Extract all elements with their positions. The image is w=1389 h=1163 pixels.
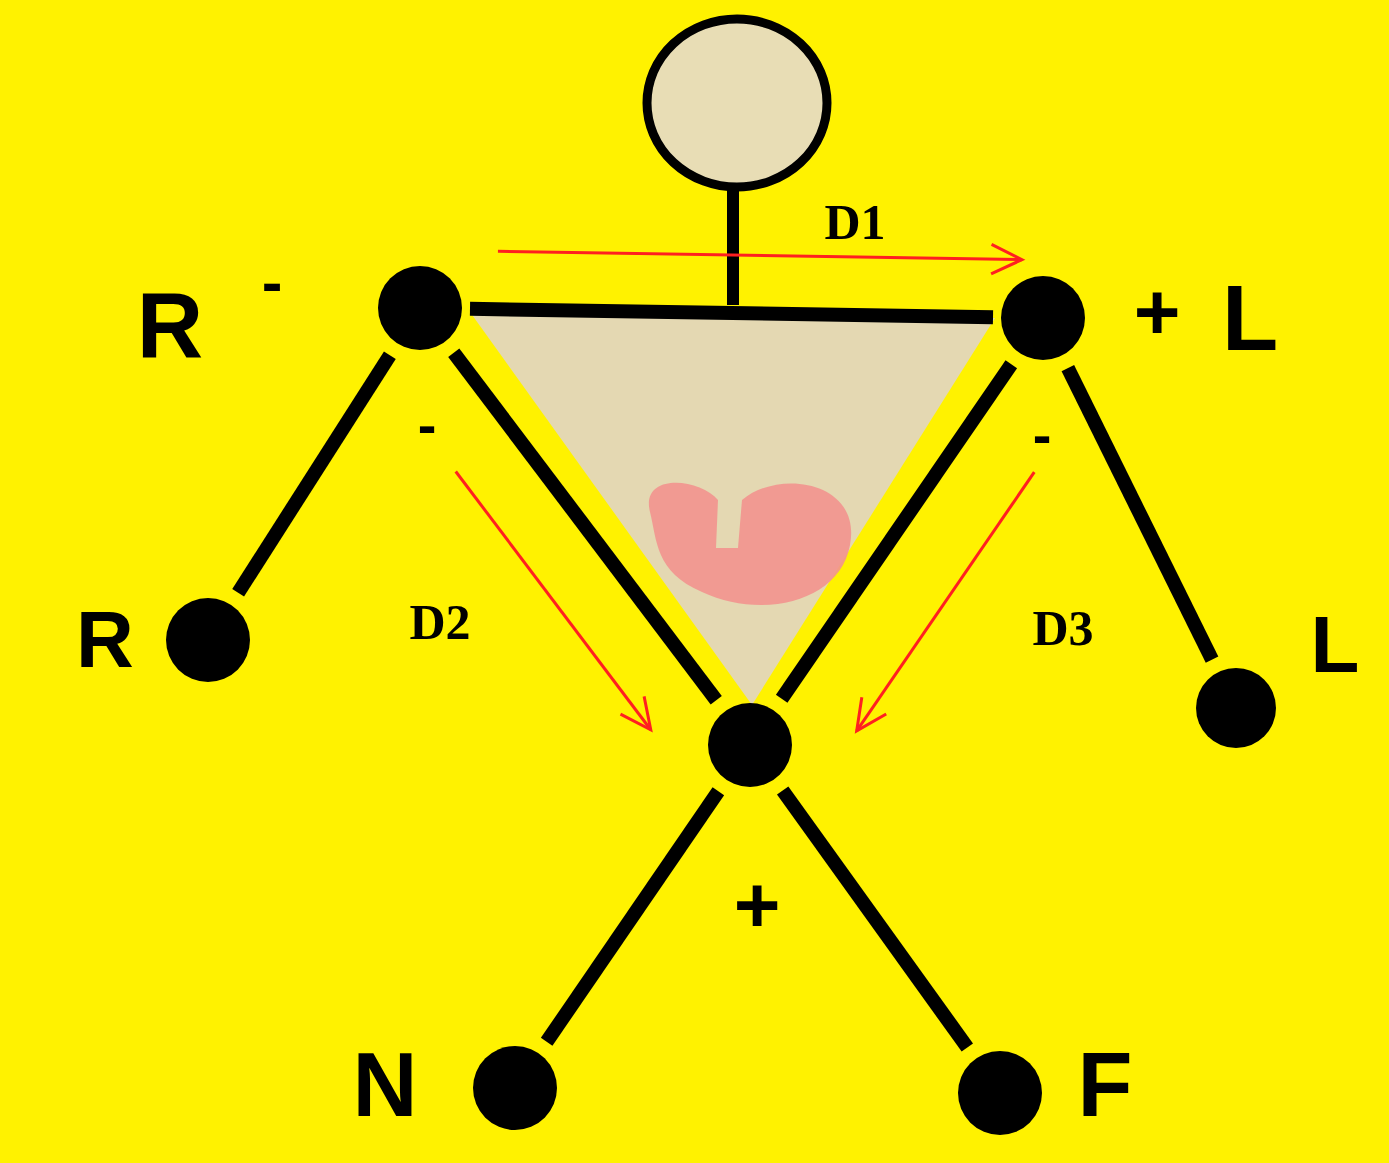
- arrow-head: [620, 696, 650, 729]
- dot-outline: [166, 598, 250, 682]
- electrode-label: L: [1222, 272, 1278, 364]
- electrode-dot: R: [166, 598, 250, 682]
- limb-line: [470, 309, 993, 317]
- lead-arrow: [857, 472, 1035, 731]
- lead-arrow: [456, 471, 651, 729]
- electrode-label: F: [1078, 1040, 1133, 1130]
- limb-line: [454, 353, 717, 701]
- neck-line: [727, 190, 739, 305]
- arrow-head: [857, 697, 887, 731]
- connector-path: [782, 364, 1012, 699]
- dot-fill: [166, 598, 250, 682]
- dot-outline: [378, 266, 462, 350]
- limb-line: [783, 790, 968, 1047]
- limb-line: [1068, 368, 1212, 659]
- heart-shape: [649, 483, 851, 605]
- electrode-dot: L: [1196, 668, 1276, 748]
- connector-path: [454, 353, 717, 701]
- lead-label: D1: [824, 197, 885, 247]
- electrode-label: +: [734, 865, 781, 945]
- head-circle: [647, 19, 827, 187]
- dot-outline: [1196, 668, 1276, 748]
- dot-fill: [708, 703, 792, 787]
- dot-fill: [473, 1046, 557, 1130]
- limb-line: [238, 355, 390, 593]
- electrode-dot: +L: [1001, 276, 1085, 360]
- polarity-sign: -: [1033, 407, 1052, 463]
- connector-path: [783, 790, 968, 1047]
- connector-path: [547, 791, 719, 1042]
- electrode-label: N: [353, 1040, 418, 1130]
- connector-path: [470, 309, 993, 317]
- connector-path: [456, 471, 651, 729]
- lead-label: D2: [409, 597, 470, 647]
- electrode-label: L: [1311, 605, 1360, 685]
- electrode-label: -: [262, 251, 283, 313]
- dot-outline: [1001, 276, 1085, 360]
- electrode-dot: R-: [378, 266, 462, 350]
- dot-outline: [473, 1046, 557, 1130]
- polarity-sign: -: [418, 397, 437, 453]
- connector-path: [857, 472, 1035, 731]
- connector-path: [1068, 368, 1212, 659]
- electrode-label: R: [137, 279, 203, 371]
- dot-fill: [1001, 276, 1085, 360]
- lead-label: D3: [1032, 603, 1093, 653]
- electrode-label: R: [76, 600, 134, 680]
- electrode-dot: N: [473, 1046, 557, 1130]
- dot-fill: [1196, 668, 1276, 748]
- electrode-dot: F: [958, 1051, 1042, 1135]
- electrode-label: +: [1134, 272, 1181, 352]
- limb-line: [547, 791, 719, 1042]
- lead-arrow: [498, 244, 1022, 274]
- limb-line: [782, 364, 1012, 699]
- dot-fill: [958, 1051, 1042, 1135]
- dot-outline: [958, 1051, 1042, 1135]
- connector-path: [498, 251, 1022, 259]
- electrode-dot: +: [708, 703, 792, 787]
- dot-fill: [378, 266, 462, 350]
- connector-path: [238, 355, 390, 593]
- dot-outline: [708, 703, 792, 787]
- arrow-head: [991, 244, 1022, 274]
